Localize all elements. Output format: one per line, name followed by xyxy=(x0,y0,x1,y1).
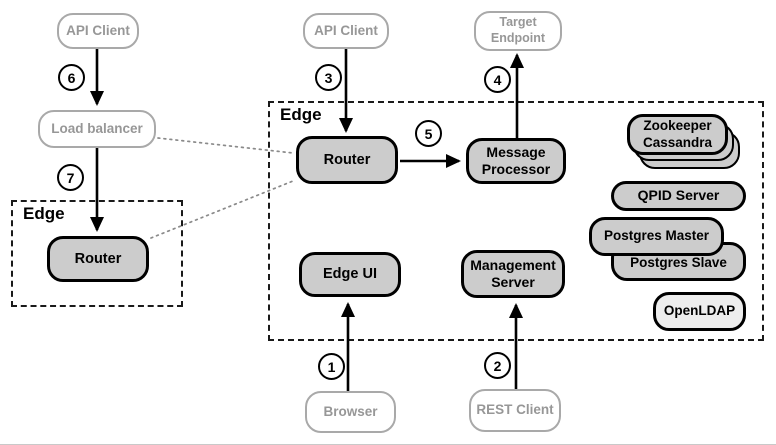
node-router-main: Router xyxy=(296,136,398,184)
node-load-balancer: Load balancer xyxy=(38,110,156,148)
node-rest-client: REST Client xyxy=(469,389,561,432)
node-api-client-left-label: API Client xyxy=(66,22,130,38)
step-7-number: 7 xyxy=(66,169,75,186)
node-browser: Browser xyxy=(305,391,396,433)
node-zookeeper-line: Zookeeper xyxy=(643,117,712,133)
node-api-client-center-label: API Client xyxy=(314,22,378,38)
node-openldap-label: OpenLDAP xyxy=(663,303,736,319)
node-qpid-server-label: QPID Server xyxy=(637,187,720,204)
node-browser-label: Browser xyxy=(323,403,378,419)
node-api-client-left: API Client xyxy=(57,13,139,49)
step-4-number: 4 xyxy=(493,71,502,88)
node-load-balancer-label: Load balancer xyxy=(51,120,143,136)
node-management-server-line2: Server xyxy=(491,274,535,290)
node-postgres-master: Postgres Master xyxy=(589,217,724,256)
node-target-endpoint-line1: Target xyxy=(499,15,537,30)
step-5-number: 5 xyxy=(424,125,433,142)
step-badge-3: 3 xyxy=(315,64,342,91)
node-rest-client-label: REST Client xyxy=(476,402,554,418)
node-edge-ui-label: Edge UI xyxy=(323,266,377,283)
node-edge-ui: Edge UI xyxy=(299,252,401,297)
node-postgres-master-label: Postgres Master xyxy=(603,228,710,244)
node-api-client-center: API Client xyxy=(303,13,389,49)
node-management-server-line1: Management xyxy=(470,256,556,273)
step-1-number: 1 xyxy=(327,358,336,375)
edge-main-group-label: Edge xyxy=(280,105,322,124)
step-badge-2: 2 xyxy=(484,352,511,379)
step-badge-6: 6 xyxy=(58,64,85,91)
step-badge-7: 7 xyxy=(57,164,84,191)
node-router-main-label: Router xyxy=(323,151,371,168)
node-postgres-slave-label: Postgres Slave xyxy=(630,255,727,271)
node-management-server: Management Server xyxy=(461,250,565,298)
step-2-number: 2 xyxy=(493,357,502,374)
step-badge-4: 4 xyxy=(484,66,511,93)
node-cassandra-line: Cassandra xyxy=(642,134,713,150)
node-qpid-server: QPID Server xyxy=(611,181,746,211)
node-zookeeper-cassandra: Zookeeper Cassandra xyxy=(627,114,728,155)
node-openldap: OpenLDAP xyxy=(653,292,746,331)
step-3-number: 3 xyxy=(324,69,333,86)
step-6-number: 6 xyxy=(67,69,76,86)
node-message-processor: Message Processor xyxy=(466,138,566,184)
edge-left-group-label: Edge xyxy=(23,204,65,223)
node-message-processor-line2: Processor xyxy=(481,161,551,177)
step-badge-1: 1 xyxy=(318,353,345,380)
node-target-endpoint: Target Endpoint xyxy=(474,11,562,51)
node-router-left: Router xyxy=(47,236,149,282)
node-message-processor-line1: Message xyxy=(486,143,546,160)
node-target-endpoint-line2: Endpoint xyxy=(490,31,546,45)
step-badge-5: 5 xyxy=(415,120,442,147)
node-router-left-label: Router xyxy=(74,250,122,267)
